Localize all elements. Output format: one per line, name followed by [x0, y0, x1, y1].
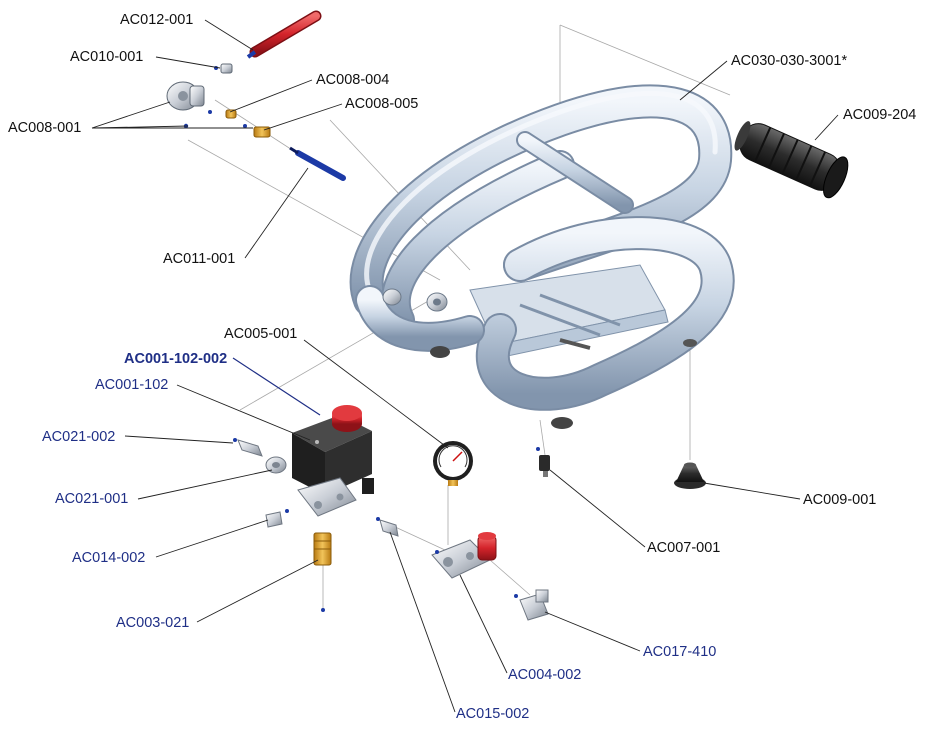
part-labels: AC012-001 AC010-001 AC008-004 AC008-005 … — [8, 12, 916, 722]
label-ac008-004: AC008-004 — [316, 72, 389, 88]
handle-grip — [734, 121, 849, 199]
valve-fitting-ac008-001 — [166, 81, 205, 111]
label-ac003-021: AC003-021 — [116, 615, 189, 631]
label-ac030-030-3001: AC030-030-3001* — [731, 53, 847, 69]
label-ac004-002: AC004-002 — [508, 667, 581, 683]
label-ac008-005: AC008-005 — [345, 96, 418, 112]
label-ac015-002: AC015-002 — [456, 706, 529, 722]
label-ac012-001: AC012-001 — [120, 12, 193, 28]
label-ac010-001: AC010-001 — [70, 49, 143, 65]
pressure-switch — [292, 405, 374, 517]
label-ac001-102-002: AC001-102-002 — [124, 351, 227, 367]
label-ac007-001: AC007-001 — [647, 540, 720, 556]
label-ac001-102: AC001-102 — [95, 377, 168, 393]
construction-lines — [187, 24, 731, 610]
plug-ac010-001 — [220, 63, 233, 74]
drain-valve — [536, 447, 550, 477]
pressure-gauge — [433, 441, 473, 486]
fitting-ac021-002 — [233, 438, 263, 457]
label-ac014-002: AC014-002 — [72, 550, 145, 566]
label-ac008-001: AC008-001 — [8, 120, 81, 136]
label-ac009-204: AC009-204 — [843, 107, 916, 123]
plug-ac014-002 — [265, 509, 289, 528]
red-rod — [246, 10, 322, 59]
label-ac017-410: AC017-410 — [643, 644, 716, 660]
fitting-ac015-002 — [376, 517, 399, 537]
manifold-valve — [431, 532, 497, 579]
label-ac005-001: AC005-001 — [224, 326, 297, 342]
label-ac021-002: AC021-002 — [42, 429, 115, 445]
leader-lines — [91, 19, 839, 713]
label-ac009-001: AC009-001 — [803, 492, 876, 508]
blue-rod — [289, 146, 346, 181]
label-ac021-001: AC021-001 — [55, 491, 128, 507]
elbow-fitting — [514, 589, 549, 621]
tubular-frame — [349, 84, 735, 429]
brass-nut-ac008-004 — [225, 109, 237, 119]
rubber-foot — [674, 462, 706, 489]
label-ac011-001: AC011-001 — [163, 251, 235, 267]
brass-valve-ac003-021 — [313, 532, 332, 612]
nut-ac021-001 — [265, 456, 287, 474]
